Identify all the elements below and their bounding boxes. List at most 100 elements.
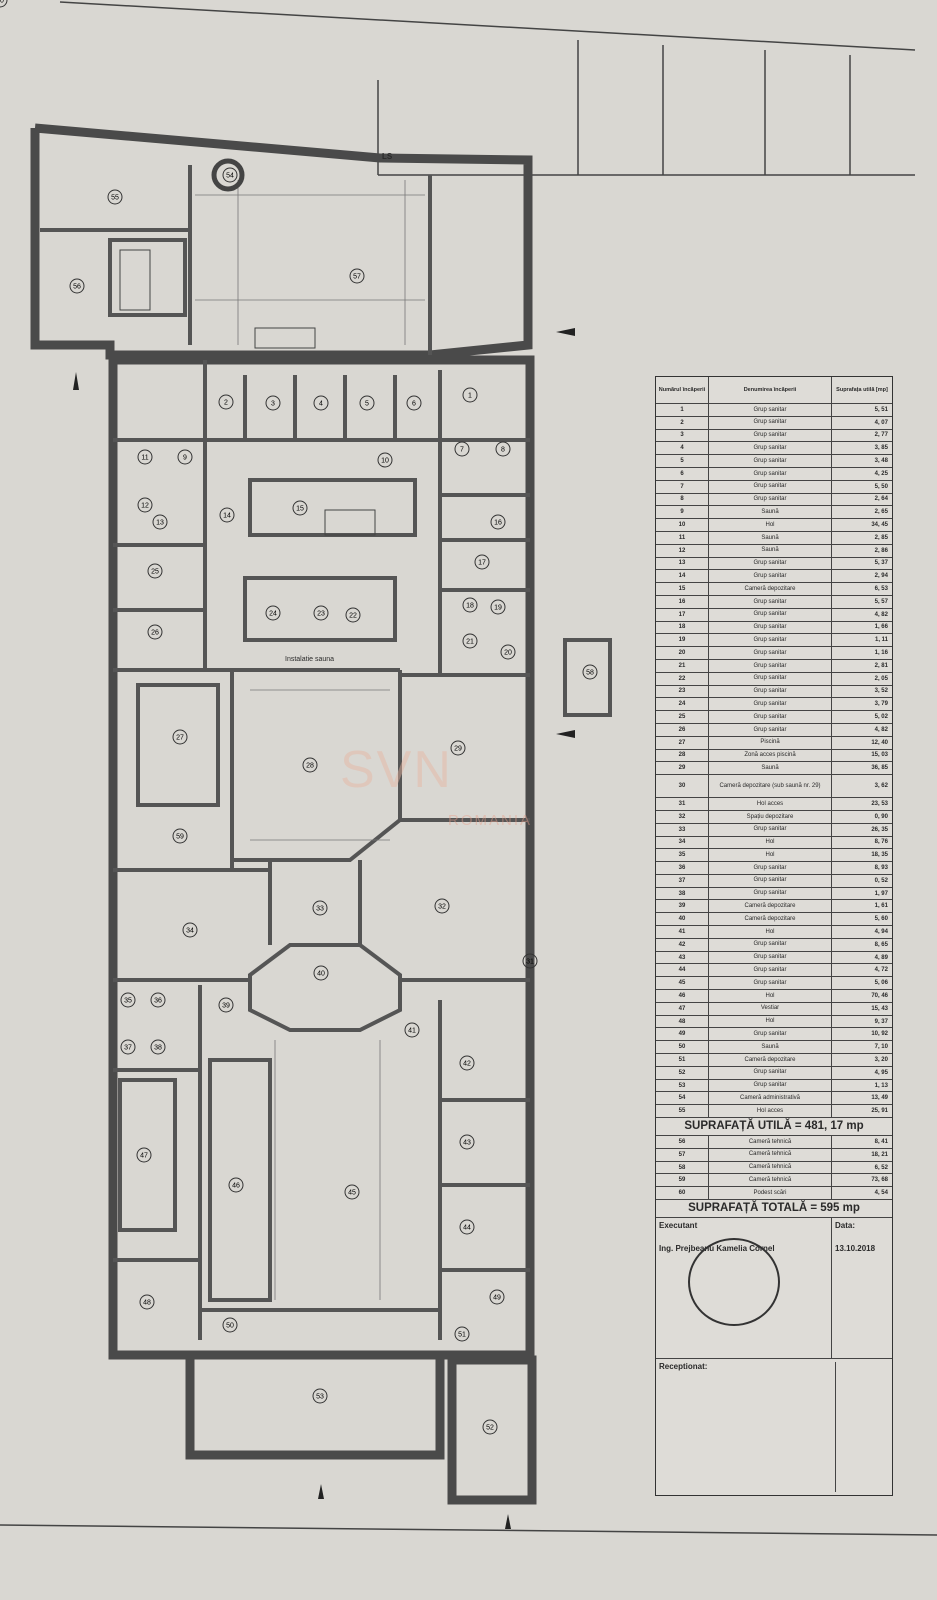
room-marker-circle — [218, 997, 234, 1013]
room-marker-circle — [349, 268, 365, 284]
room-marker-number: 44 — [463, 1225, 471, 1232]
room-name: Saună — [709, 544, 832, 557]
entrance-arrows — [73, 328, 575, 1529]
room-marker-circle — [222, 167, 238, 183]
room-area: 8, 41 — [874, 1138, 888, 1145]
room-area: 23, 53 — [871, 801, 888, 807]
room-area: 5, 37 — [874, 560, 888, 567]
room-marker-circle — [69, 278, 85, 294]
room-number: 27 — [656, 736, 709, 749]
room-area: 9, 37 — [874, 1018, 888, 1025]
room-name: Saună — [709, 531, 832, 544]
room-marker-circle — [182, 922, 198, 938]
room-marker-number: 39 — [222, 1003, 230, 1010]
room-area: 1, 61 — [874, 903, 888, 910]
room-number: 53 — [656, 1079, 709, 1092]
room-name: Zonă acces piscină — [709, 749, 832, 762]
room-number: 40 — [656, 913, 709, 926]
watermark-logo: SVN — [340, 741, 453, 799]
dimension-lines — [195, 180, 425, 1300]
room-number: 38 — [656, 887, 709, 900]
room-number: 13 — [656, 557, 709, 570]
room-name: Grup sanitar — [709, 887, 832, 900]
column — [211, 158, 245, 192]
room-marker-circle — [147, 563, 163, 579]
room-number: 48 — [656, 1015, 709, 1028]
room-marker-number: 32 — [438, 904, 446, 911]
room-name: Hol — [709, 1015, 832, 1028]
room-area: 4, 82 — [874, 611, 888, 618]
room-marker-number: 53 — [316, 1394, 324, 1401]
room-area: 5, 06 — [874, 980, 888, 987]
room-marker-number: 25 — [151, 569, 159, 576]
room-marker-number: 47 — [140, 1153, 148, 1160]
room-area: 18, 21 — [871, 1151, 888, 1158]
room-marker-number: 20 — [504, 650, 512, 657]
receptionat-block: Receptionat: — [656, 1359, 892, 1495]
room-number: 25 — [656, 711, 709, 723]
stamp — [688, 1238, 780, 1327]
room-name: Grup sanitar — [709, 862, 832, 874]
room-area: 73, 68 — [871, 1177, 888, 1184]
room-name: Grup sanitar — [709, 977, 832, 990]
room-name: Grup sanitar — [709, 455, 832, 467]
room-name: Grup sanitar — [709, 711, 832, 723]
room-area: 3, 52 — [874, 688, 888, 695]
room-name: Piscină — [709, 736, 832, 749]
room-name: Cameră depozitare — [709, 913, 832, 926]
header-area: Suprafața utilă [mp] — [836, 387, 888, 393]
room-name: Grup sanitar — [709, 698, 832, 711]
room-number: 60 — [656, 1187, 709, 1200]
room-name: Grup sanitar — [709, 467, 832, 480]
room-area: 2, 86 — [874, 547, 888, 554]
room-marker-circle — [454, 441, 470, 457]
room-marker-circle — [462, 597, 478, 613]
room-marker-number: 26 — [151, 630, 159, 637]
room-marker-circle — [137, 449, 153, 465]
room-marker-number: 15 — [296, 506, 304, 513]
room-area-table: Numărul încăperii Denumirea încăperii Su… — [655, 376, 893, 1497]
date-label: Data: — [835, 1221, 856, 1231]
room-name: Cameră depozitare — [709, 1054, 832, 1066]
room-marker-number: 31 — [526, 959, 534, 966]
room-area: 1, 66 — [874, 624, 888, 631]
room-name: Hol — [709, 519, 832, 531]
room-marker-number: 35 — [124, 998, 132, 1005]
room-number: 14 — [656, 570, 709, 583]
room-number: 8 — [656, 493, 709, 506]
room-marker-circle — [312, 900, 328, 916]
room-marker-circle — [147, 624, 163, 640]
room-marker-number: 3 — [271, 401, 275, 408]
room-number: 7 — [656, 480, 709, 493]
room-name: Hol — [709, 926, 832, 938]
room-number: 34 — [656, 836, 709, 849]
room-marker-circle — [459, 1219, 475, 1235]
room-name: Grup sanitar — [709, 938, 832, 951]
room-name: Grup sanitar — [709, 1066, 832, 1079]
room-number: 12 — [656, 544, 709, 557]
room-area: 15, 03 — [871, 752, 888, 759]
room-name: Grup sanitar — [709, 429, 832, 442]
room-marker-number: 5 — [365, 401, 369, 408]
watermark-sub: ROMANIA — [448, 812, 533, 829]
room-marker-number: 10 — [381, 458, 389, 465]
